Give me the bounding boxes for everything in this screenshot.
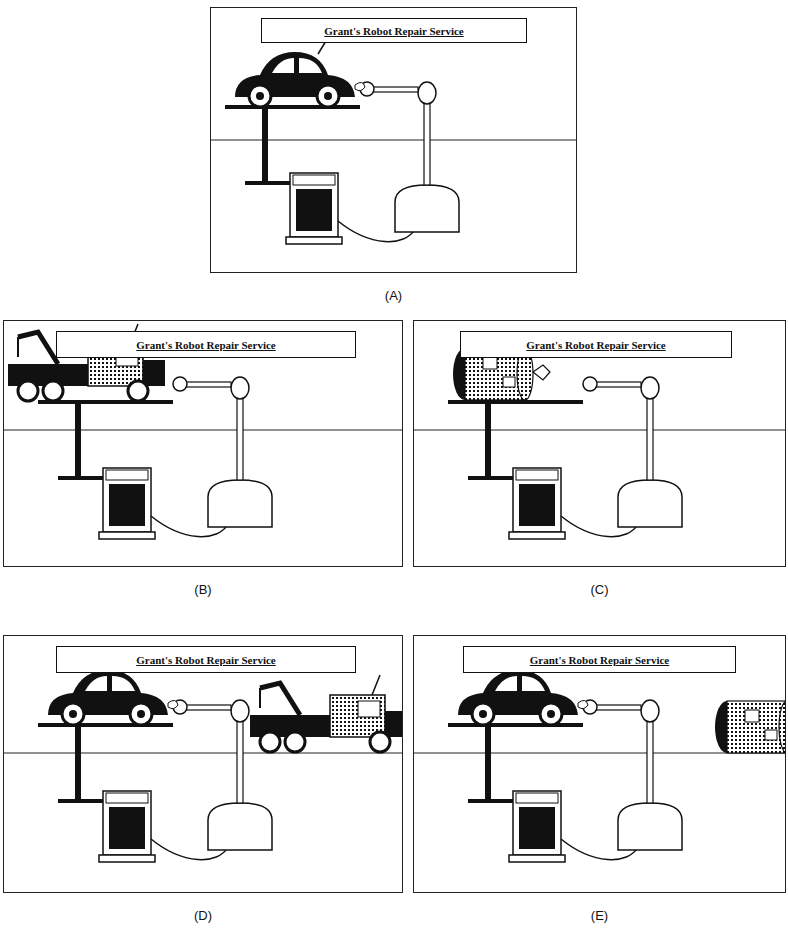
scene-panel: (D)Grant's Robot Repair Service <box>3 635 403 893</box>
floor-line <box>3 430 403 431</box>
sign-text: Grant's Robot Repair Service <box>136 339 275 351</box>
tow-truck <box>250 675 403 752</box>
sign-text: Grant's Robot Repair Service <box>530 654 669 666</box>
scene-group <box>38 659 403 862</box>
scene-group <box>448 348 682 539</box>
scene-panel: (C)Grant's Robot Repair Service <box>413 320 786 567</box>
panel-caption: (D) <box>4 908 402 923</box>
repair-rig <box>38 377 272 539</box>
shop-sign: Grant's Robot Repair Service <box>56 646 356 673</box>
scene-panel: (A)Grant's Robot Repair Service <box>210 7 577 273</box>
floor-line <box>413 430 786 431</box>
sign-text: Grant's Robot Repair Service <box>136 654 275 666</box>
scene-panel: (B)Grant's Robot Repair Service <box>3 320 403 567</box>
robot-body <box>715 701 786 753</box>
scene-illustration <box>413 635 786 893</box>
panel-caption: (C) <box>414 582 785 597</box>
scene-panel: (E)Grant's Robot Repair Service <box>413 635 786 893</box>
panel-caption: (B) <box>4 582 402 597</box>
car <box>235 41 365 107</box>
shop-sign: Grant's Robot Repair Service <box>261 18 527 43</box>
floor-line <box>3 753 403 754</box>
shop-sign: Grant's Robot Repair Service <box>463 646 736 673</box>
shop-sign: Grant's Robot Repair Service <box>460 331 732 358</box>
panel-caption: (A) <box>211 288 576 303</box>
scene-illustration <box>210 7 577 273</box>
repair-rig <box>448 377 682 539</box>
shop-sign: Grant's Robot Repair Service <box>56 331 356 358</box>
panel-caption: (E) <box>414 908 785 923</box>
scene-illustration <box>3 635 403 893</box>
sign-text: Grant's Robot Repair Service <box>526 339 665 351</box>
scene-group <box>448 659 786 862</box>
sign-text: Grant's Robot Repair Service <box>324 25 463 37</box>
